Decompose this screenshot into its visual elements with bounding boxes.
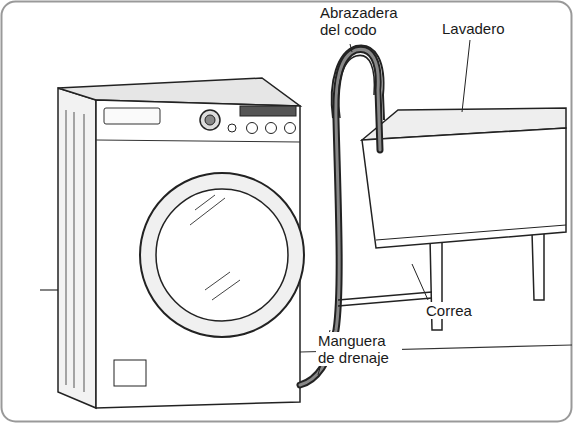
strap — [338, 292, 432, 306]
wall-line — [40, 289, 60, 290]
leader-line — [412, 264, 428, 300]
part-label: Correa — [424, 302, 488, 319]
button — [266, 123, 277, 134]
dial-knob — [205, 115, 215, 125]
detergent-drawer — [104, 108, 160, 124]
leader-line — [462, 40, 470, 112]
button — [285, 123, 296, 134]
sink-front — [362, 128, 566, 248]
sink-base — [376, 225, 566, 240]
part-label: Manguera de drenaje — [316, 332, 402, 366]
door-ring — [140, 173, 304, 337]
glass-shine — [205, 272, 230, 290]
part-label: Abrazadera del codo — [318, 4, 412, 38]
door-glass — [156, 189, 288, 321]
side-rib — [84, 114, 85, 392]
leader-line — [350, 44, 352, 52]
washer-front — [96, 100, 300, 408]
elbow-clamp — [332, 45, 384, 120]
button — [247, 123, 258, 134]
button — [228, 124, 236, 132]
part-label: Lavadero — [440, 20, 524, 37]
glass-shine — [212, 280, 240, 300]
filter-cover — [114, 360, 146, 386]
elbow-clamp-inner — [338, 55, 374, 118]
sink-leg — [532, 232, 544, 300]
side-rib — [74, 112, 75, 388]
washer-side — [58, 88, 96, 408]
glass-shine — [190, 198, 225, 225]
dial — [200, 110, 220, 130]
side-rib — [66, 110, 67, 385]
display — [240, 106, 296, 116]
control-panel-edge — [96, 140, 300, 142]
